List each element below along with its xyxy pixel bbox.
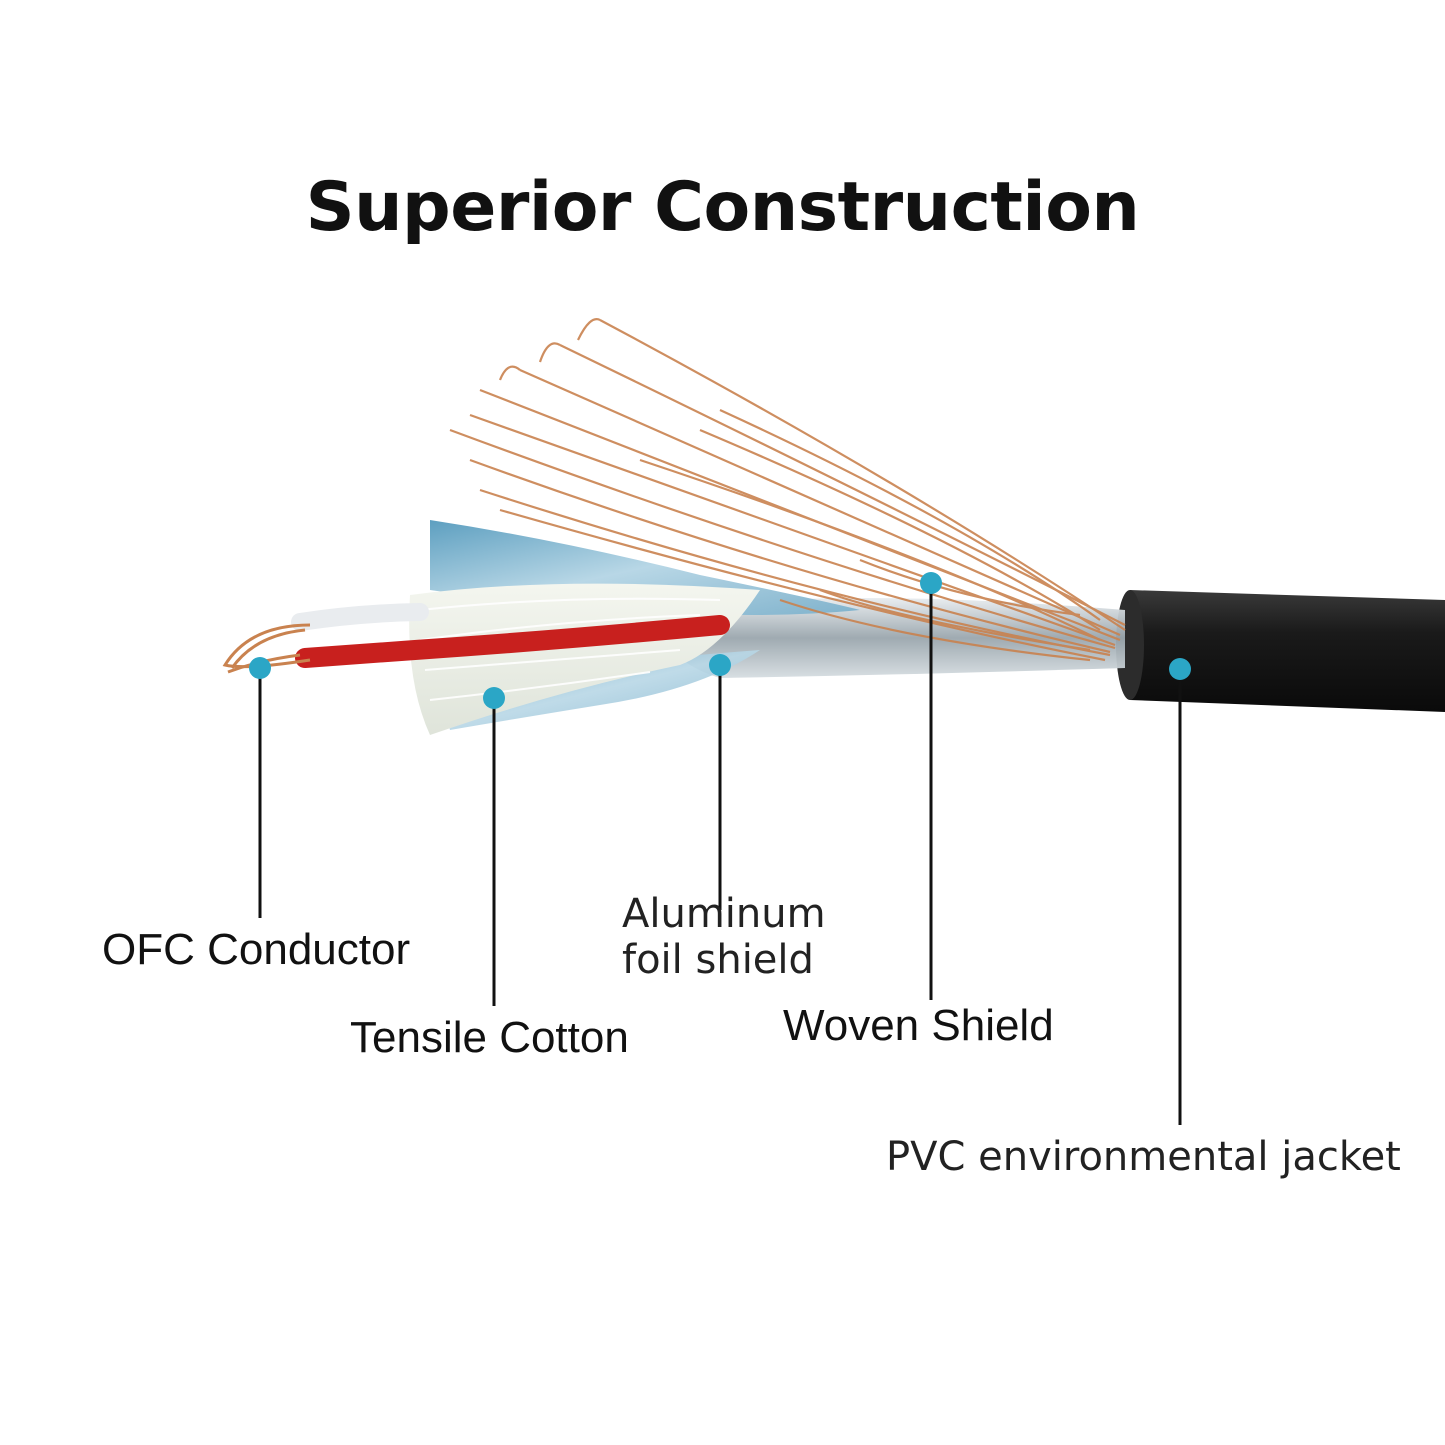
foil-marker-dot <box>709 654 731 676</box>
ofc-conductor-label: OFC Conductor <box>102 925 411 974</box>
white-wire-shape <box>291 603 429 631</box>
woven-marker-dot <box>920 572 942 594</box>
page-title: Superior Construction <box>305 168 1140 247</box>
ofc-marker-dot <box>249 657 271 679</box>
woven-shield-label: Woven Shield <box>783 1001 1054 1050</box>
pvc-jacket-label: PVC environmental jacket <box>886 1134 1401 1180</box>
aluminum-foil-label-line1: Aluminum <box>622 891 826 937</box>
aluminum-foil-label: Aluminum foil shield <box>622 891 826 983</box>
tensile-cotton-label: Tensile Cotton <box>350 1013 629 1062</box>
aluminum-foil-label-line2: foil shield <box>622 937 814 983</box>
red-wire-shape <box>295 615 730 668</box>
pvc-marker-dot <box>1169 658 1191 680</box>
cotton-marker-dot <box>483 687 505 709</box>
woven-shield-strands-shape <box>449 318 1126 662</box>
pvc-jacket-shape <box>1116 590 1445 712</box>
